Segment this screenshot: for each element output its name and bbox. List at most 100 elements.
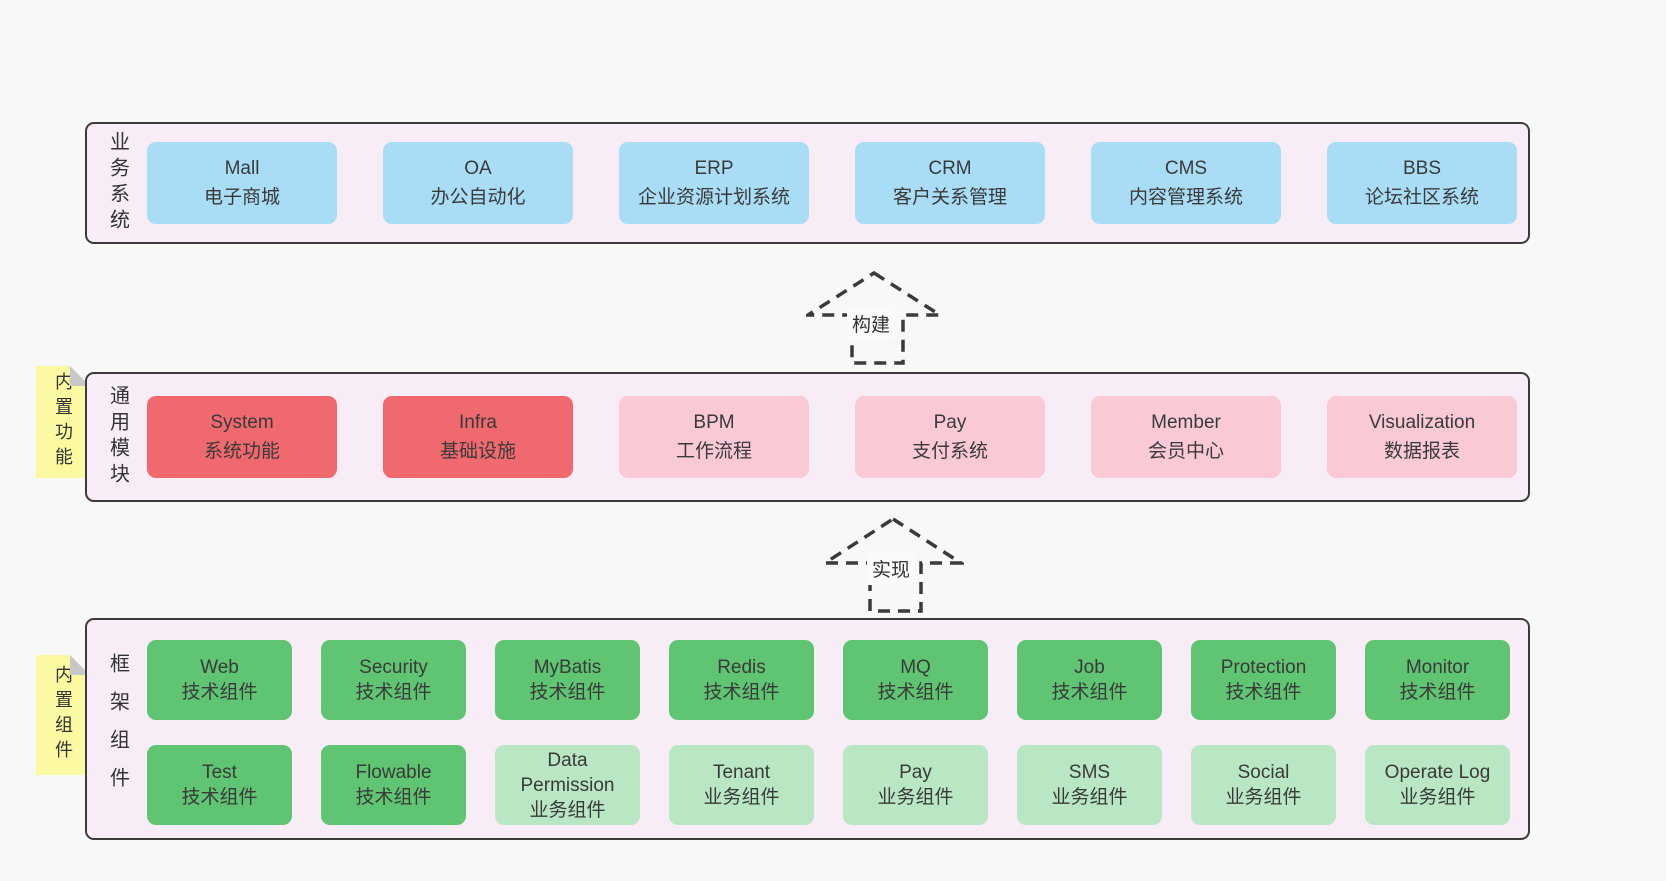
box-title: Redis xyxy=(717,657,766,678)
box-subtitle: 业务组件 xyxy=(1399,787,1476,808)
box-subtitle: 内容管理系统 xyxy=(1128,187,1243,208)
module-box-bpm: BPM 工作流程 xyxy=(619,396,809,478)
box-title: Flowable xyxy=(355,762,432,783)
box-title: Security xyxy=(359,657,428,678)
box-title: Test xyxy=(202,762,237,783)
box-title: BPM xyxy=(693,412,735,433)
box-subtitle: 业务组件 xyxy=(1225,787,1302,808)
common-modules-panel-label: 通用模块 xyxy=(106,385,129,489)
box-subtitle: 技术组件 xyxy=(355,682,432,703)
box-subtitle: 业务组件 xyxy=(1051,787,1128,808)
module-box-visualization: Visualization 数据报表 xyxy=(1327,396,1517,478)
box-subtitle: 技术组件 xyxy=(1051,682,1128,703)
box-subtitle: 业务组件 xyxy=(703,787,780,808)
module-box-data-permission: Data Permission 业务组件 xyxy=(495,745,640,825)
module-box-erp: ERP 企业资源计划系统 xyxy=(619,142,809,224)
box-title: Monitor xyxy=(1405,657,1470,678)
box-title: SMS xyxy=(1068,762,1111,783)
module-box-mq: MQ 技术组件 xyxy=(843,640,988,720)
builtin-functions-note-label: 内置功能 xyxy=(53,372,73,472)
box-subtitle: 技术组件 xyxy=(1225,682,1302,703)
box-title: MyBatis xyxy=(533,657,602,678)
box-subtitle: 技术组件 xyxy=(1399,682,1476,703)
box-subtitle: 业务组件 xyxy=(877,787,954,808)
module-box-system: System 系统功能 xyxy=(147,396,337,478)
box-subtitle: 技术组件 xyxy=(355,787,432,808)
builtin-components-note: 内置组件 xyxy=(36,655,90,775)
implement-arrow-label: 实现 xyxy=(867,552,916,585)
box-title: Infra xyxy=(458,412,498,433)
box-title: Social xyxy=(1237,762,1290,783)
module-box-monitor: Monitor 技术组件 xyxy=(1365,640,1510,720)
box-subtitle: 数据报表 xyxy=(1383,441,1460,462)
box-title: Job xyxy=(1074,657,1105,678)
common-modules-panel: 通用模块 System 系统功能 Infra 基础设施 BPM 工作流程 Pay 支付系统 Me… xyxy=(85,372,1530,502)
box-subtitle: 技术组件 xyxy=(703,682,780,703)
box-subtitle: 办公自动化 xyxy=(430,187,526,208)
box-subtitle: 支付系统 xyxy=(911,441,988,462)
box-subtitle: 客户关系管理 xyxy=(892,187,1007,208)
box-title: Pay xyxy=(933,412,967,433)
module-box-security: Security 技术组件 xyxy=(321,640,466,720)
module-box-social: Social 业务组件 xyxy=(1191,745,1336,825)
module-box-member: Member 会员中心 xyxy=(1091,396,1281,478)
box-subtitle: 技术组件 xyxy=(181,682,258,703)
box-subtitle: 业务组件 xyxy=(529,799,606,821)
box-title: ERP xyxy=(694,158,734,179)
box-title: MQ xyxy=(900,657,931,678)
build-arrow-label: 构建 xyxy=(847,307,896,340)
module-box-tenant: Tenant 业务组件 xyxy=(669,745,814,825)
module-box-infra: Infra 基础设施 xyxy=(383,396,573,478)
module-box-redis: Redis 技术组件 xyxy=(669,640,814,720)
box-title: Pay xyxy=(899,762,932,783)
box-title: Mall xyxy=(224,158,260,179)
module-box-test: Test 技术组件 xyxy=(147,745,292,825)
module-box-flowable: Flowable 技术组件 xyxy=(321,745,466,825)
box-subtitle: 系统功能 xyxy=(203,441,280,462)
box-subtitle: 企业资源计划系统 xyxy=(637,187,790,208)
box-title: Data Permission xyxy=(520,749,615,796)
box-subtitle: 工作流程 xyxy=(675,441,752,462)
box-title: Web xyxy=(200,657,239,678)
module-box-cms: CMS 内容管理系统 xyxy=(1091,142,1281,224)
module-box-sms: SMS 业务组件 xyxy=(1017,745,1162,825)
module-box-web: Web 技术组件 xyxy=(147,640,292,720)
module-box-pay: Pay 业务组件 xyxy=(843,745,988,825)
module-box-bbs: BBS 论坛社区系统 xyxy=(1327,142,1517,224)
builtin-functions-note: 内置功能 xyxy=(36,366,90,478)
build-arrow-icon xyxy=(806,270,942,365)
module-box-job: Job 技术组件 xyxy=(1017,640,1162,720)
box-subtitle: 技术组件 xyxy=(181,787,258,808)
framework-components-panel-label: 框架组件 xyxy=(106,653,129,805)
box-title: CRM xyxy=(928,158,972,179)
box-title: Protection xyxy=(1220,657,1307,678)
box-title: CMS xyxy=(1164,158,1208,179)
box-title: OA xyxy=(464,158,492,179)
box-title: Member xyxy=(1151,412,1221,433)
common-modules-row: System 系统功能 Infra 基础设施 BPM 工作流程 Pay 支付系统 Member 会… xyxy=(147,374,1517,500)
module-box-pay: Pay 支付系统 xyxy=(855,396,1045,478)
module-box-oa: OA 办公自动化 xyxy=(383,142,573,224)
box-subtitle: 基础设施 xyxy=(439,441,516,462)
box-subtitle: 会员中心 xyxy=(1147,441,1224,462)
business-systems-panel-label: 业务系统 xyxy=(106,131,129,235)
module-box-protection: Protection 技术组件 xyxy=(1191,640,1336,720)
box-title: System xyxy=(210,412,274,433)
box-subtitle: 论坛社区系统 xyxy=(1364,187,1479,208)
box-subtitle: 技术组件 xyxy=(877,682,954,703)
builtin-components-note-label: 内置组件 xyxy=(53,665,73,765)
box-title: Visualization xyxy=(1368,412,1476,433)
box-title: Tenant xyxy=(712,762,771,783)
module-box-crm: CRM 客户关系管理 xyxy=(855,142,1045,224)
implement-arrow-icon xyxy=(822,516,964,613)
box-title: BBS xyxy=(1402,158,1442,179)
